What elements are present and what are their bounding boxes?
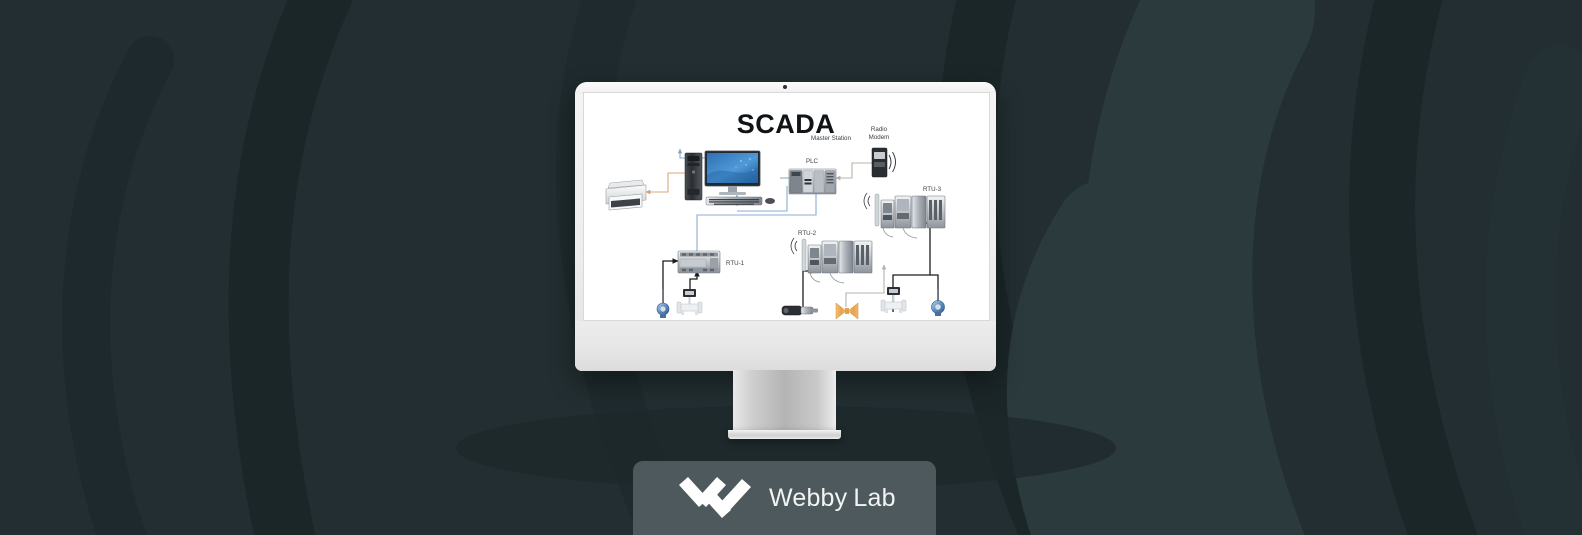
master-station-pc (684, 150, 775, 206)
monitor-shadow (456, 406, 1116, 490)
diagram-title: SCADA (737, 109, 836, 139)
link-modem-to-plc (835, 162, 872, 181)
monitor-screen[interactable]: SCADA (583, 92, 990, 321)
link-plc-to-rtu1-trunk (696, 194, 817, 251)
webcam-dot-icon (783, 85, 787, 89)
label-plc: PLC (806, 158, 819, 165)
background-stroke-right-4 (1349, 0, 1478, 535)
pressure-transmitter (931, 289, 945, 316)
printer (605, 179, 647, 211)
link-rtu2-valve (845, 264, 887, 307)
control-valve (835, 302, 859, 320)
pressure-transmitter (656, 289, 670, 318)
link-pc-to-printer (645, 172, 699, 195)
background-stroke-right-3 (1006, 180, 1155, 535)
motor-pump (781, 305, 818, 316)
label-rtu-3: RTU-3 (923, 186, 942, 193)
monitor-top-bezel (575, 82, 996, 94)
monitor-frame: SCADA (575, 82, 996, 371)
link-rtu1-flow (689, 270, 700, 295)
radio-waves-icon (888, 151, 896, 173)
rtu3-antenna-waves-icon (863, 192, 871, 210)
background-stroke-right-5 (1485, 45, 1582, 535)
brand-name-part1: Webby (769, 483, 848, 512)
flow-meter (880, 287, 907, 313)
webbylab-logo-icon (679, 477, 751, 518)
link-pc-bus-to-plc (737, 186, 788, 212)
rtu2-antenna-waves-icon (790, 237, 798, 255)
rtu-1-controller (677, 250, 721, 274)
radio-modem (871, 147, 896, 178)
label-rtu-2: RTU-2 (798, 230, 817, 237)
rtu-3-controller (863, 192, 946, 239)
flow-meter (676, 289, 703, 315)
brand-name-part2: Lab (853, 483, 896, 512)
monitor-chin-bezel (575, 321, 996, 371)
label-radio-modem-line2: Modem (869, 134, 890, 141)
scada-diagram: SCADA (584, 93, 989, 320)
monitor-stand-neck (733, 370, 836, 432)
label-radio-modem-line1: Radio (871, 126, 888, 133)
monitor-stand-base (728, 430, 841, 439)
label-rtu-1: RTU-1 (726, 260, 745, 267)
background-stroke-left-2 (62, 36, 174, 535)
rtu-2-controller (790, 237, 873, 284)
background-stroke-left-1 (228, 0, 354, 535)
background-stroke-right-2 (1082, 0, 1315, 535)
label-master-station: Master Station (811, 135, 851, 142)
plc-rack (788, 168, 837, 195)
